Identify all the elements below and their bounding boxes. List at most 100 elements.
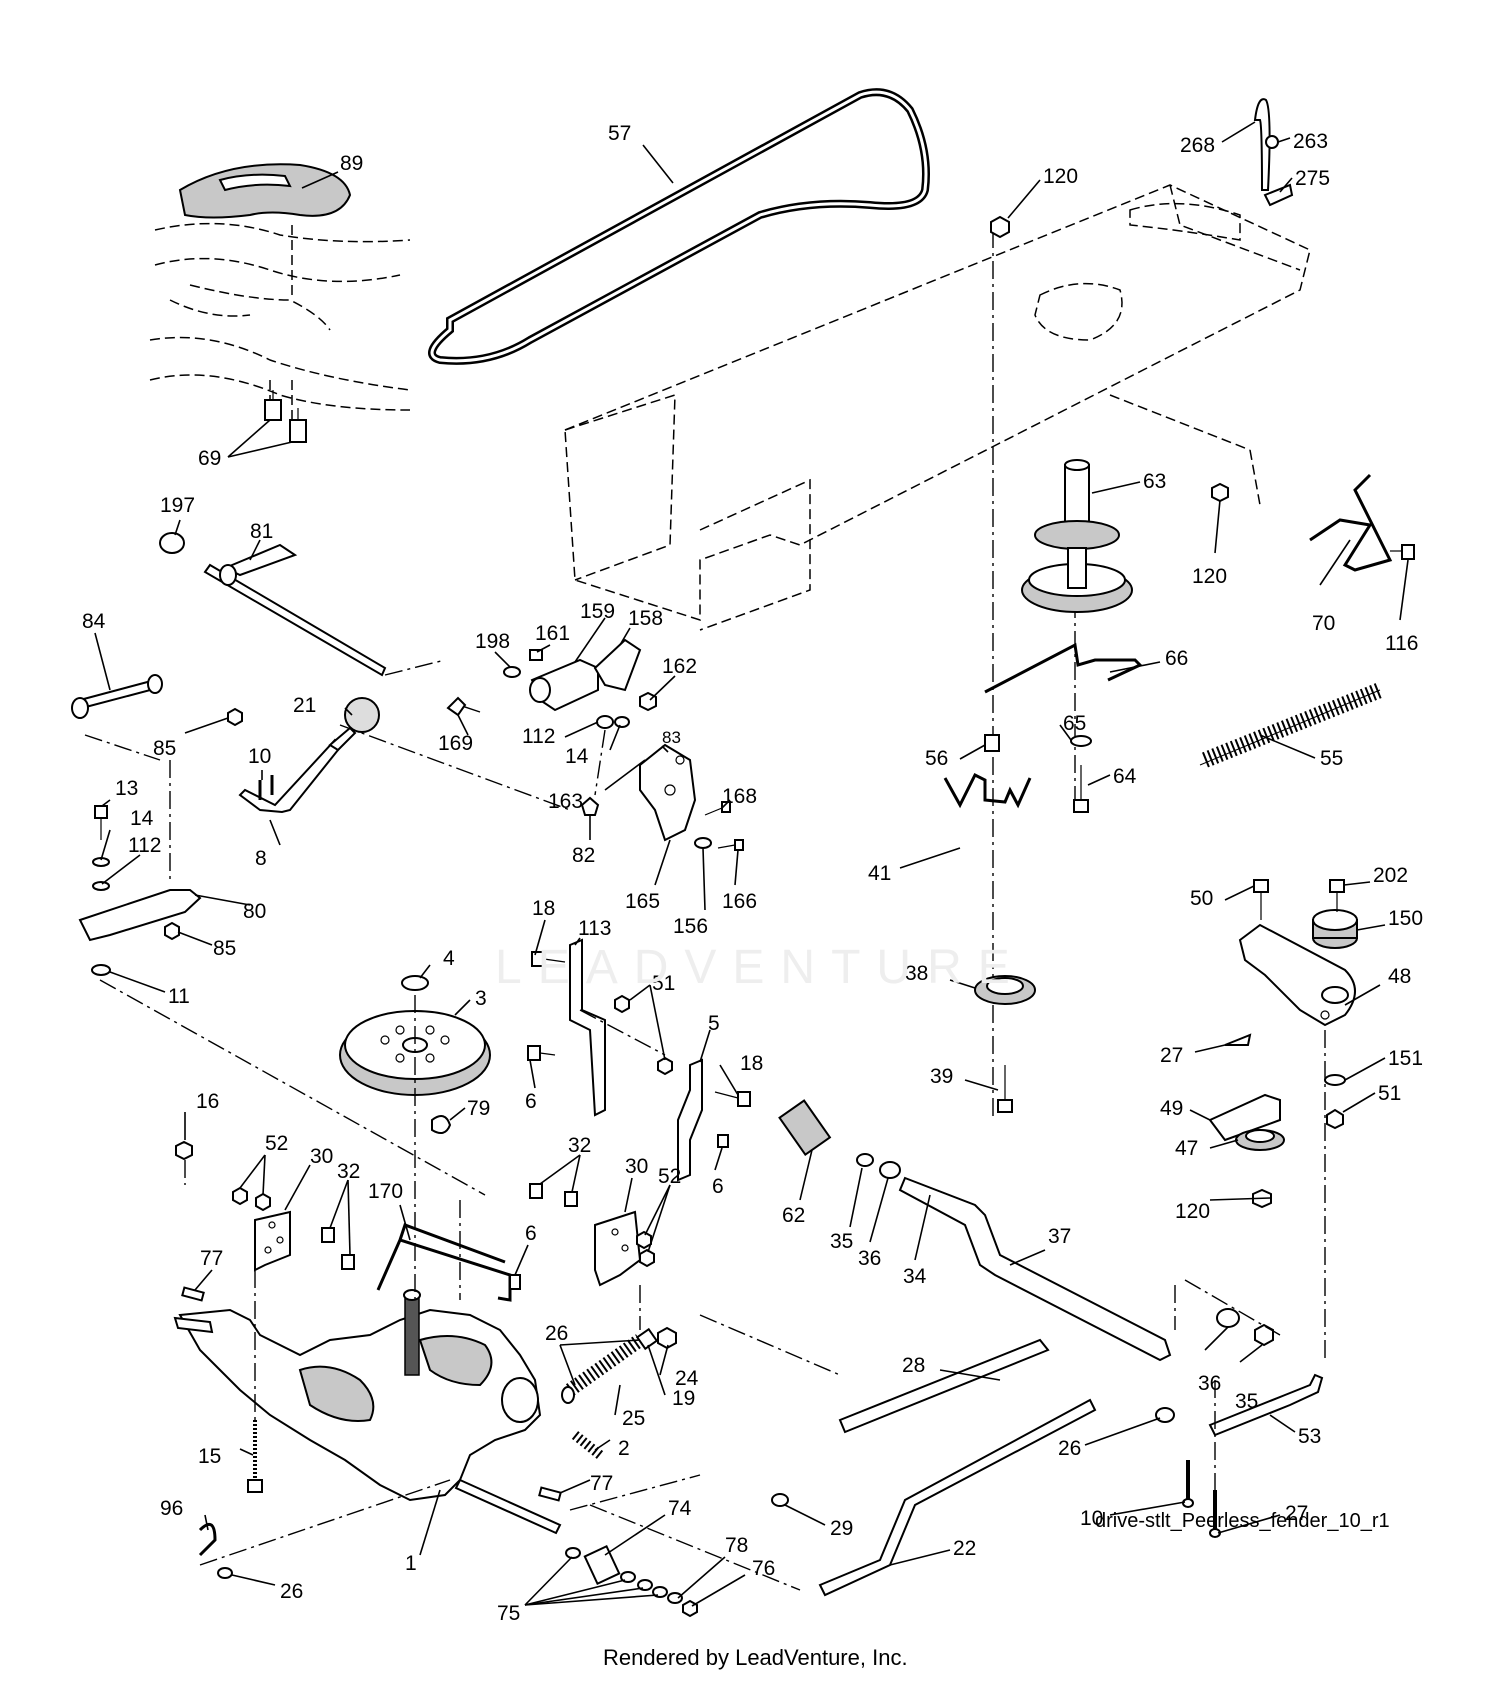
callout-85: 85 — [213, 937, 236, 960]
bolt-166 — [717, 839, 744, 851]
pin-10-right — [1182, 1460, 1194, 1508]
bolts-32-right — [529, 1183, 578, 1207]
callout-150: 150 — [1388, 907, 1423, 930]
callout-52: 52 — [658, 1165, 681, 1188]
fender-outline — [149, 222, 411, 420]
nut-51-right — [1326, 1108, 1344, 1130]
callout-26: 26 — [280, 1580, 303, 1603]
shift-knob-21 — [344, 697, 380, 733]
bracket-30-right — [594, 1210, 642, 1287]
callout-263: 263 — [1293, 130, 1328, 153]
callout-113: 113 — [578, 917, 611, 940]
washer-26-right — [1155, 1407, 1175, 1423]
idler-pulley-47 — [1235, 1129, 1285, 1151]
leader-lines — [94, 121, 1409, 1607]
callout-62: 62 — [782, 1204, 805, 1227]
callout-75: 75 — [497, 1602, 520, 1625]
rod-84 — [71, 674, 163, 719]
callout-5: 5 — [708, 1012, 720, 1035]
nut-51-lower — [657, 1056, 673, 1076]
callout-35: 35 — [1235, 1390, 1258, 1413]
callout-112: 112 — [522, 725, 555, 748]
bracket-5 — [677, 1058, 703, 1182]
bracket-165 — [639, 743, 697, 842]
bolt-50 — [1253, 879, 1269, 920]
callout-65: 65 — [1063, 712, 1086, 735]
callout-18: 18 — [532, 897, 555, 920]
callout-26: 26 — [1058, 1437, 1081, 1460]
washer-36-upper — [879, 1161, 901, 1179]
callout-96: 96 — [160, 1497, 183, 1520]
callout-3: 3 — [475, 987, 487, 1010]
callout-18: 18 — [740, 1052, 763, 1075]
callout-53: 53 — [1298, 1425, 1321, 1448]
callout-13: 13 — [115, 777, 138, 800]
washer-112-center — [596, 715, 614, 729]
callout-36: 36 — [1198, 1372, 1221, 1395]
nut-76 — [682, 1599, 698, 1618]
bolt-161 — [529, 649, 543, 661]
callout-52: 52 — [265, 1132, 288, 1155]
callout-19: 19 — [672, 1387, 695, 1410]
callout-82: 82 — [572, 844, 595, 867]
spring-2 — [571, 1431, 604, 1459]
callout-25: 25 — [622, 1407, 645, 1430]
wire-bracket-170 — [376, 1223, 512, 1302]
snap-ring-4 — [401, 975, 429, 991]
callout-156: 156 — [673, 915, 708, 938]
bolt-15 — [247, 1420, 263, 1493]
callout-168: 168 — [722, 785, 757, 808]
callout-70: 70 — [1312, 612, 1335, 635]
key-77-lower — [538, 1486, 562, 1502]
callout-21: 21 — [293, 694, 316, 717]
callout-57: 57 — [608, 122, 631, 145]
frame-outline — [564, 184, 1311, 631]
bolt-6-middle — [717, 1134, 729, 1148]
washer-78 — [667, 1592, 683, 1604]
bolt-202 — [1329, 879, 1345, 912]
callout-16: 16 — [196, 1090, 219, 1113]
callout-158: 158 — [628, 607, 663, 630]
pin-27-upper — [1224, 1033, 1252, 1046]
callout-51: 51 — [652, 972, 675, 995]
callout-120: 120 — [1043, 165, 1078, 188]
callout-27: 27 — [1285, 1502, 1308, 1525]
bolt-18-upper — [531, 951, 566, 967]
callout-29: 29 — [830, 1517, 853, 1540]
washer-11 — [91, 964, 111, 976]
hairpin-96 — [198, 1522, 217, 1557]
callout-275: 275 — [1295, 167, 1330, 190]
callout-55: 55 — [1320, 747, 1343, 770]
nut-85-upper — [227, 707, 243, 727]
clip-82 — [580, 796, 600, 816]
bushing-29 — [771, 1493, 789, 1507]
callout-6: 6 — [525, 1222, 537, 1245]
drive-belt-57 — [428, 88, 930, 365]
callout-6: 6 — [525, 1090, 537, 1113]
plate-80 — [78, 889, 202, 942]
callout-47: 47 — [1175, 1137, 1198, 1160]
callout-64: 64 — [1113, 765, 1137, 788]
callout-78: 78 — [725, 1534, 748, 1557]
washer-198 — [503, 666, 521, 678]
callout-51: 51 — [1378, 1082, 1401, 1105]
callout-11: 11 — [168, 985, 190, 1008]
callout-8: 8 — [255, 847, 267, 870]
callout-36: 36 — [858, 1247, 881, 1270]
washer-112-left — [92, 881, 110, 891]
washer-36-lower — [1216, 1308, 1240, 1328]
spacer-150 — [1312, 909, 1358, 949]
key-79 — [431, 1115, 452, 1135]
spacer-19 — [635, 1327, 659, 1351]
bolt-13 — [94, 805, 108, 840]
callout-198: 198 — [475, 630, 510, 653]
callout-32: 32 — [568, 1134, 591, 1157]
diagram-name: drive-stlt_Peerless_fender_10_r1 — [1095, 1510, 1390, 1532]
callout-159: 159 — [580, 600, 615, 623]
washer-26-lower — [217, 1567, 233, 1579]
callout-48: 48 — [1388, 965, 1411, 988]
spring-rod-70 — [1309, 473, 1393, 572]
shaft-34 — [898, 1176, 1172, 1362]
rod-53 — [1208, 1373, 1324, 1437]
spacer-74 — [583, 1545, 621, 1585]
